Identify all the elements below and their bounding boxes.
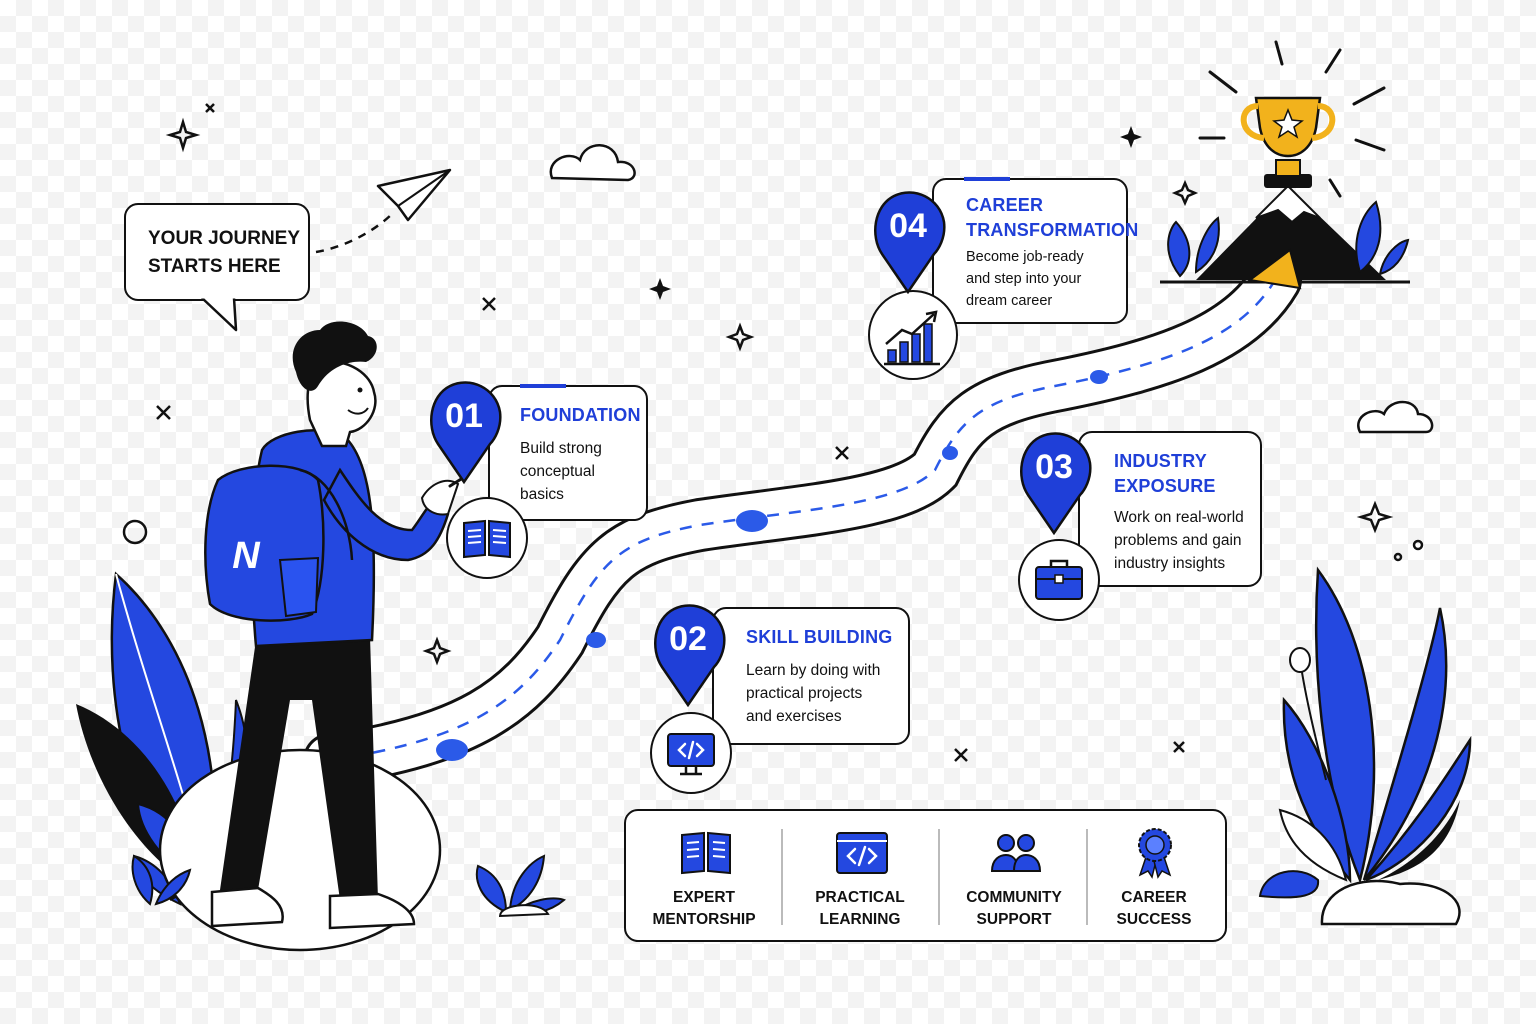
award-badge-icon bbox=[1138, 828, 1172, 879]
step-01-title: FOUNDATION bbox=[520, 403, 650, 428]
feature-label-line: PRACTICAL bbox=[815, 889, 905, 906]
feature-label-line: EXPERT bbox=[672, 889, 735, 906]
step-04-desc-line: Become job-ready bbox=[966, 249, 1084, 265]
trophy-rays bbox=[1198, 40, 1386, 198]
step-02-desc-line: and exercises bbox=[746, 708, 842, 725]
feature-expert-mentorship: EXPERT MENTORSHIP bbox=[636, 811, 772, 939]
step-01-desc-line: Build strong bbox=[520, 440, 602, 457]
trophy-icon bbox=[1240, 96, 1336, 188]
step-02-card: SKILL BUILDING Learn by doing with pract… bbox=[712, 607, 910, 745]
step-04-card: CAREER TRANSFORMATION Become job-ready a… bbox=[932, 177, 1139, 324]
step-01-title-line: FOUNDATION bbox=[520, 405, 641, 425]
step-02-title-line: SKILL BUILDING bbox=[746, 627, 893, 647]
small-plant bbox=[475, 854, 566, 918]
mountain-plants bbox=[1167, 200, 1410, 278]
step-02-description: Learn by doing with practical projects a… bbox=[746, 659, 910, 728]
feature-divider bbox=[938, 829, 940, 925]
feature-label: COMMUNITY SUPPORT bbox=[942, 887, 1086, 931]
speech-bubble-text: YOUR JOURNEY STARTS HERE bbox=[148, 225, 308, 281]
feature-divider bbox=[781, 829, 783, 925]
feature-label: EXPERT MENTORSHIP bbox=[636, 887, 772, 931]
backpack-logo: N bbox=[232, 535, 260, 577]
step-02-pin: 02 bbox=[650, 603, 726, 708]
briefcase-icon bbox=[1035, 559, 1083, 600]
step-01-icon-circle bbox=[446, 497, 528, 579]
feature-career-success: CAREER SUCCESS bbox=[1088, 811, 1220, 939]
code-window-icon bbox=[836, 832, 888, 874]
step-02-number: 02 bbox=[669, 620, 707, 658]
right-plant bbox=[1258, 566, 1472, 926]
mountain-peak bbox=[1160, 184, 1410, 290]
step-03-card: INDUSTRY EXPOSURE Work on real-world pro… bbox=[1078, 431, 1262, 587]
feature-label: PRACTICAL LEARNING bbox=[790, 887, 930, 931]
speech-line-2: STARTS HERE bbox=[148, 256, 281, 277]
title-accent-bar bbox=[520, 384, 566, 388]
feature-label-line: LEARNING bbox=[819, 911, 901, 928]
step-04-desc-line: and step into your bbox=[966, 271, 1082, 287]
step-03-desc-line: industry insights bbox=[1114, 555, 1226, 572]
winding-road bbox=[303, 253, 1302, 787]
step-03-number: 03 bbox=[1035, 448, 1073, 486]
feature-label-line: MENTORSHIP bbox=[652, 911, 756, 928]
feature-label: CAREER SUCCESS bbox=[1088, 887, 1220, 931]
step-03-title-line: INDUSTRY bbox=[1114, 451, 1207, 471]
paper-plane-icon bbox=[315, 168, 452, 254]
step-03-title: INDUSTRY EXPOSURE bbox=[1114, 449, 1262, 499]
step-02-desc-line: practical projects bbox=[746, 685, 863, 702]
sparkles bbox=[122, 103, 1424, 762]
speech-line-1: YOUR JOURNEY bbox=[148, 228, 301, 249]
step-02-icon-circle bbox=[650, 712, 732, 794]
step-03-icon-circle bbox=[1018, 539, 1100, 621]
step-04-number: 04 bbox=[889, 207, 927, 245]
feature-community-support: COMMUNITY SUPPORT bbox=[942, 811, 1086, 939]
step-04-title-line: CAREER bbox=[966, 195, 1044, 215]
step-01-description: Build strong conceptual basics bbox=[520, 437, 648, 506]
step-01-card: FOUNDATION Build strong conceptual basic… bbox=[488, 384, 650, 521]
feature-label-line: CAREER bbox=[1121, 889, 1187, 906]
feature-label-line: SUPPORT bbox=[976, 911, 1052, 928]
step-01-pin: 01 bbox=[426, 380, 502, 485]
step-04-title-line: TRANSFORMATION bbox=[966, 220, 1139, 240]
step-04-desc-line: dream career bbox=[966, 293, 1053, 309]
step-02-title: SKILL BUILDING bbox=[746, 625, 906, 650]
feature-label-line: SUCCESS bbox=[1116, 911, 1192, 928]
speech-bubble: YOUR JOURNEY STARTS HERE bbox=[124, 203, 310, 301]
small-plant-left bbox=[131, 854, 192, 906]
step-03-desc-line: Work on real-world bbox=[1114, 509, 1244, 526]
speech-bubble-tail bbox=[200, 297, 238, 332]
cloud-icon bbox=[1357, 400, 1434, 434]
growth-chart-icon bbox=[884, 310, 940, 366]
step-01-desc-line: basics bbox=[520, 486, 564, 503]
step-04-title: CAREER TRANSFORMATION bbox=[966, 193, 1139, 243]
step-03-desc-line: problems and gain bbox=[1114, 532, 1242, 549]
solid-sparkles bbox=[649, 126, 1142, 300]
feature-label-line: COMMUNITY bbox=[966, 889, 1062, 906]
step-03-title-line: EXPOSURE bbox=[1114, 476, 1216, 496]
step-01-number: 01 bbox=[445, 397, 483, 435]
book-icon bbox=[463, 519, 511, 559]
open-book-icon bbox=[681, 831, 731, 875]
step-04-pin: 04 bbox=[870, 190, 946, 295]
features-bar: EXPERT MENTORSHIP PRACTICAL LEARNING bbox=[624, 809, 1227, 942]
feature-practical-learning: PRACTICAL LEARNING bbox=[790, 811, 930, 939]
step-03-pin: 03 bbox=[1016, 431, 1092, 536]
step-02-desc-line: Learn by doing with bbox=[746, 662, 881, 679]
feature-divider bbox=[1086, 829, 1088, 925]
title-accent-bar bbox=[964, 177, 1010, 181]
code-monitor-icon bbox=[667, 733, 715, 776]
student-figure bbox=[204, 321, 468, 930]
cloud-icon bbox=[549, 144, 636, 182]
step-03-description: Work on real-world problems and gain ind… bbox=[1114, 506, 1262, 575]
step-04-description: Become job-ready and step into your drea… bbox=[966, 246, 1126, 312]
people-icon bbox=[990, 834, 1042, 872]
step-01-desc-line: conceptual bbox=[520, 463, 595, 480]
step-04-icon-circle bbox=[868, 290, 958, 380]
